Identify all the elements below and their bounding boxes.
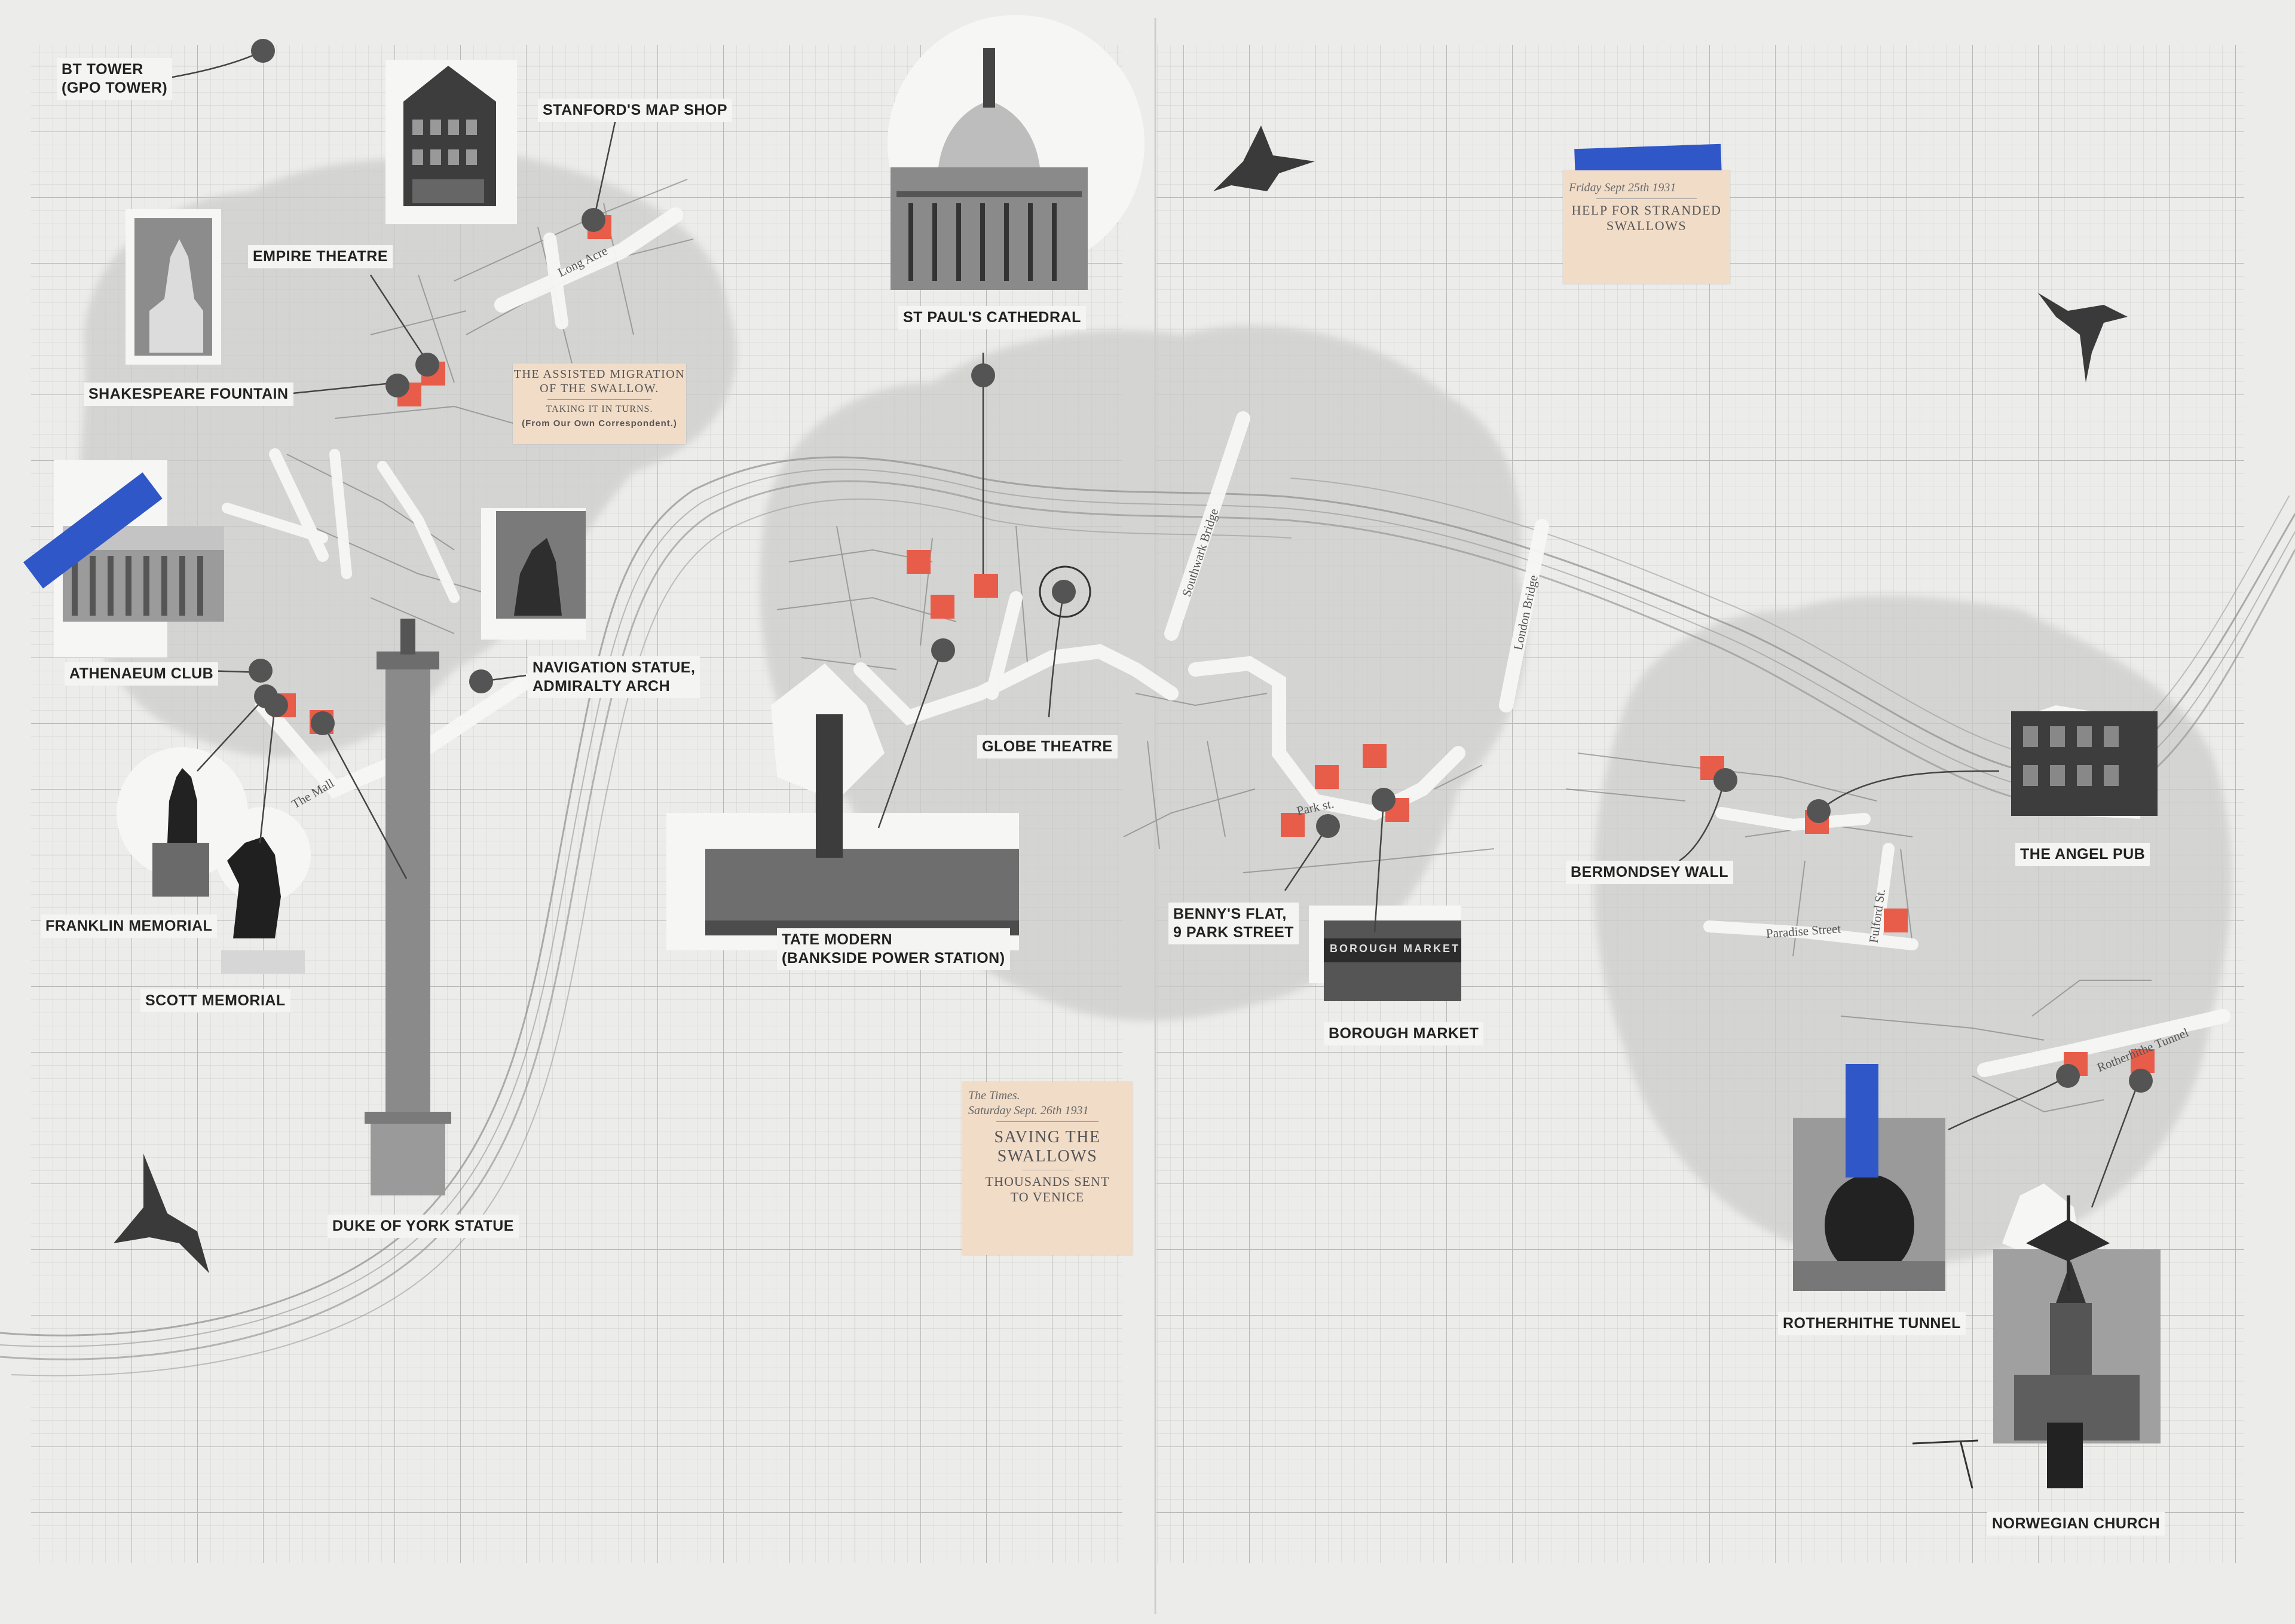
swallow-2 (2038, 293, 2128, 383)
label-bermondsey-wall[interactable]: BERMONDSEY WALL (1566, 861, 1733, 884)
swallow-1 (1213, 126, 1315, 191)
label-navigation-statue[interactable]: NAVIGATION STATUE, ADMIRALTY ARCH (528, 656, 700, 698)
dot-tate (931, 638, 955, 662)
dot-bt-tower (251, 39, 275, 63)
clipping-subhead-2: TO VENICE (1010, 1189, 1085, 1204)
label-the-angel-pub[interactable]: THE ANGEL PUB (2015, 843, 2150, 866)
dot-shakespeare (385, 374, 409, 397)
dot-norwegian (2129, 1069, 2153, 1093)
swallow-3 (114, 1154, 209, 1273)
photo-tate (666, 714, 1019, 950)
label-globe-theatre[interactable]: GLOBE THEATRE (977, 735, 1118, 759)
dot-navigation (469, 669, 493, 693)
label-line-1: TATE MODERN (782, 931, 893, 948)
photo-scott (221, 837, 305, 974)
dot-angel (1807, 799, 1831, 823)
label-st-pauls-cathedral[interactable]: ST PAUL'S CATHEDRAL (898, 306, 1086, 329)
photo-franklin (152, 768, 209, 897)
clipping-saving-swallows: The Times. Saturday Sept. 26th 1931 SAVI… (962, 1082, 1133, 1255)
photo-weathervane (2026, 1195, 2110, 1291)
photo-angel-pub (2011, 711, 2158, 816)
label-franklin-memorial[interactable]: FRANKLIN MEMORIAL (41, 915, 218, 938)
label-norwegian-church[interactable]: NORWEGIAN CHURCH (1987, 1512, 2165, 1536)
dot-globe (1052, 580, 1076, 604)
tape-rotherhithe (1846, 1064, 1878, 1178)
label-scott-memorial[interactable]: SCOTT MEMORIAL (140, 989, 290, 1013)
clipping-subhead: TAKING IT IN TURNS. (546, 404, 653, 414)
globe-ring (1039, 565, 1091, 618)
clipping-headline-2: SWALLOWS (1606, 218, 1687, 233)
clipping-stranded-swallows: Friday Sept 25th 1931 HELP FOR STRANDED … (1563, 170, 1730, 284)
clipping-handwritten-date: Friday Sept 25th 1931 (1569, 181, 1676, 194)
dot-athenaeum (249, 659, 273, 683)
dot-scott (264, 693, 288, 717)
label-rotherhithe-tunnel[interactable]: ROTHERHITHE TUNNEL (1778, 1312, 1966, 1335)
photo-stpauls (891, 48, 1088, 290)
clipping-headline-2: OF THE SWALLOW. (540, 382, 659, 395)
photo-stanfords (385, 60, 517, 224)
label-shakespeare-fountain[interactable]: SHAKESPEARE FOUNTAIN (84, 383, 293, 406)
dot-borough (1372, 788, 1396, 812)
photo-borough-market (1309, 906, 1461, 1001)
label-bt-tower[interactable]: BT TOWER (GPO TOWER) (57, 58, 173, 100)
clipping-headline-1: THE ASSISTED MIGRATION (513, 368, 686, 381)
label-line-2: 9 PARK STREET (1173, 924, 1294, 941)
label-line-1: BT TOWER (62, 61, 143, 78)
clipping-rule (996, 1121, 1098, 1122)
clipping-assisted-migration: THE ASSISTED MIGRATION OF THE SWALLOW. T… (513, 363, 686, 444)
label-tate-modern[interactable]: TATE MODERN (BANKSIDE POWER STATION) (777, 928, 1010, 970)
photo-cutouts (54, 48, 2161, 1488)
label-line-2: ADMIRALTY ARCH (533, 678, 671, 695)
label-bennys-flat[interactable]: BENNY'S FLAT, 9 PARK STREET (1168, 903, 1299, 944)
dot-benny (1316, 814, 1340, 838)
red-markers (272, 215, 2155, 1076)
label-line-1: BENNY'S FLAT, (1173, 906, 1287, 922)
clipping-headline-2: SWALLOWS (997, 1147, 1098, 1166)
photo-duke-column (365, 619, 451, 1195)
location-dots (249, 39, 2153, 1093)
tape-athenaeum (23, 472, 163, 589)
label-line-2: (BANKSIDE POWER STATION) (782, 950, 1005, 967)
photo-navigation-statue (481, 508, 586, 640)
borough-market-sign: BOROUGH MARKET (1330, 943, 1460, 955)
clipping-handwritten-date: Saturday Sept. 26th 1931 (968, 1104, 1089, 1117)
dot-rotherhithe (2056, 1064, 2080, 1088)
photo-norwegian-church (1993, 1249, 2161, 1488)
clipping-handwritten-source: The Times. (968, 1089, 1020, 1102)
clipping-rule (547, 399, 651, 400)
label-line-2: (GPO TOWER) (62, 79, 168, 96)
dot-empire (415, 353, 439, 377)
dot-bermondsey (1713, 768, 1737, 792)
label-borough-market[interactable]: BOROUGH MARKET (1324, 1022, 1484, 1045)
clipping-headline-1: HELP FOR STRANDED (1571, 203, 1722, 218)
label-athenaeum-club[interactable]: ATHENAEUM CLUB (65, 662, 219, 686)
label-empire-theatre[interactable]: EMPIRE THEATRE (248, 245, 393, 268)
clipping-credit: (From Our Own Correspondent.) (522, 418, 677, 429)
pencil-crosses (1912, 1439, 1979, 1489)
wash-westend (76, 155, 737, 757)
swallow-illustrations (114, 126, 2128, 1273)
dot-duke (311, 711, 335, 735)
river-thames (0, 456, 2295, 1377)
clipping-headline-1: SAVING THE (994, 1128, 1101, 1146)
photo-shakespeare (126, 209, 221, 365)
dot-stpauls (971, 363, 995, 387)
label-stanfords-map-shop[interactable]: STANFORD'S MAP SHOP (538, 99, 732, 122)
clipping-rule (1596, 198, 1697, 199)
label-duke-of-york-statue[interactable]: DUKE OF YORK STATUE (328, 1215, 519, 1238)
label-line-1: NAVIGATION STATUE, (533, 659, 696, 676)
clipping-subhead-1: THOUSANDS SENT (985, 1174, 1110, 1189)
dot-stanfords (582, 208, 605, 232)
